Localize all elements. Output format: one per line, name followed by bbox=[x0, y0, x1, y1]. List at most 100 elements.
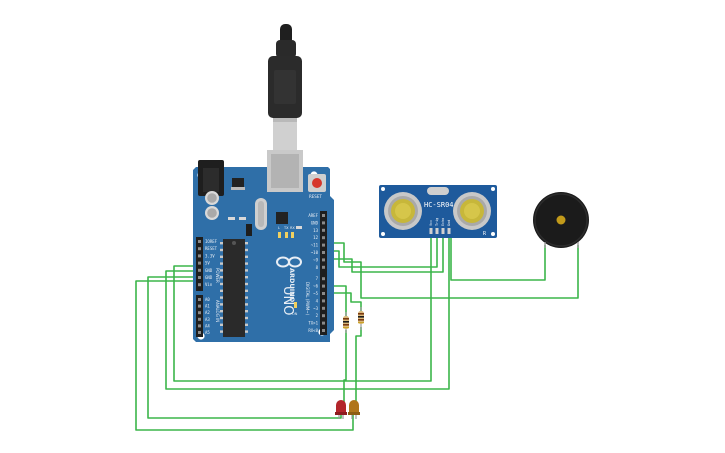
power-header-label: POWER bbox=[215, 268, 220, 283]
resistor-band bbox=[358, 313, 364, 315]
power-pin-label: IOREF bbox=[205, 239, 218, 244]
rx-led bbox=[291, 232, 294, 238]
power-pin-socket[interactable] bbox=[198, 276, 201, 279]
power-pin-socket[interactable] bbox=[198, 268, 201, 272]
wire-gnd-to-red-led[interactable] bbox=[147, 276, 342, 419]
wire-pin11-to-echo[interactable] bbox=[326, 233, 444, 273]
hc-sr04-pin-label: Trig bbox=[435, 218, 439, 226]
chip-leg bbox=[245, 316, 248, 320]
smd-component bbox=[228, 217, 235, 220]
usb-cable[interactable] bbox=[268, 24, 302, 150]
digital-pin-socket[interactable] bbox=[322, 277, 325, 281]
wire-resistor-2-to-amber-led[interactable] bbox=[355, 327, 362, 403]
resistor-band bbox=[343, 327, 349, 329]
digital-header bbox=[320, 211, 327, 335]
chip-leg bbox=[220, 316, 223, 320]
power-pin-label: 3.3V bbox=[205, 253, 215, 258]
chip-leg bbox=[220, 296, 223, 299]
power-pin-socket[interactable] bbox=[198, 261, 201, 265]
wire-pin4-to-resistor-2[interactable] bbox=[326, 292, 362, 311]
analog-pin-socket[interactable] bbox=[198, 311, 201, 315]
atmega-notch bbox=[232, 241, 236, 245]
digital-pin-socket[interactable] bbox=[322, 243, 325, 247]
digital-pin-socket[interactable] bbox=[322, 314, 325, 318]
resistor-2[interactable] bbox=[358, 307, 364, 330]
wire-resistor-1-to-red-led[interactable] bbox=[343, 330, 347, 403]
resistor-band bbox=[343, 321, 349, 323]
power-pin-label: RESET bbox=[205, 246, 218, 251]
power-pin-socket[interactable] bbox=[198, 247, 201, 251]
power-pin-socket[interactable] bbox=[198, 240, 201, 243]
amber-led-base bbox=[348, 412, 360, 415]
hc-sr04-pin[interactable] bbox=[435, 228, 439, 234]
chip-leg bbox=[245, 296, 248, 299]
red-led-dome bbox=[336, 400, 346, 414]
analog-pin-label: A1 bbox=[205, 304, 210, 309]
chip-leg bbox=[220, 242, 223, 245]
digital-pin-socket[interactable] bbox=[322, 228, 325, 232]
capacitor bbox=[207, 208, 217, 218]
digital-pin-socket[interactable] bbox=[322, 299, 325, 303]
reset-button-cap[interactable] bbox=[312, 178, 322, 188]
analog-pin-socket[interactable] bbox=[198, 304, 201, 308]
arduino-uno-board[interactable]: RESET TX RX L ON ARDUINO UNO bbox=[193, 150, 334, 342]
power-pin-socket[interactable] bbox=[198, 283, 201, 287]
amber-led[interactable] bbox=[348, 400, 360, 419]
wire-pin12-to-trig[interactable] bbox=[326, 233, 438, 268]
piezo-buzzer[interactable] bbox=[533, 192, 589, 248]
chip-leg bbox=[245, 323, 248, 326]
digital-pin-socket[interactable] bbox=[322, 236, 325, 240]
hc-sr04-pin[interactable] bbox=[429, 228, 433, 234]
digital-pin-socket[interactable] bbox=[322, 329, 325, 332]
chip-leg bbox=[245, 303, 248, 306]
tx-label: TX bbox=[283, 226, 289, 230]
usb-plug-grip bbox=[274, 70, 296, 104]
wire-pin13-to-buzzer[interactable] bbox=[326, 242, 579, 299]
hc-sr04-mount-hole bbox=[491, 232, 495, 236]
chip-leg bbox=[245, 242, 248, 245]
digital-header-pins bbox=[322, 214, 325, 332]
digital-pin-socket[interactable] bbox=[322, 251, 325, 254]
chip-leg bbox=[245, 330, 248, 333]
digital-pin-socket[interactable] bbox=[322, 292, 325, 295]
wire-vin-to-amber-led[interactable] bbox=[135, 280, 354, 431]
analog-pin-socket[interactable] bbox=[198, 298, 201, 301]
usb-interface-chip bbox=[276, 212, 288, 224]
chip-leg bbox=[220, 289, 223, 292]
digital-pin-socket[interactable] bbox=[322, 284, 325, 288]
power-pin-label: GND bbox=[205, 275, 213, 280]
analog-pin-socket[interactable] bbox=[198, 317, 201, 321]
digital-pin-socket[interactable] bbox=[322, 221, 325, 225]
smd-component bbox=[296, 226, 302, 229]
resistor-1[interactable] bbox=[343, 312, 349, 333]
digital-pin-socket[interactable] bbox=[322, 306, 325, 310]
digital-pin-socket[interactable] bbox=[322, 258, 325, 262]
hc-sr04-pin[interactable] bbox=[447, 228, 451, 234]
power-pin-label: 5V bbox=[205, 261, 210, 266]
digital-pin-label: 13 bbox=[313, 228, 318, 233]
analog-pin-label: A4 bbox=[205, 323, 210, 328]
buzzer-body-rim bbox=[534, 193, 588, 247]
digital-pin-socket[interactable] bbox=[322, 321, 325, 325]
red-led[interactable] bbox=[335, 400, 347, 419]
smd-component bbox=[239, 217, 246, 220]
hc-sr04-crystal bbox=[427, 187, 449, 195]
wire-gnd-to-sensor-gnd[interactable] bbox=[165, 233, 450, 390]
digital-pin-socket[interactable] bbox=[322, 265, 325, 269]
wire-buzzer-gnd[interactable] bbox=[450, 233, 546, 281]
chip-leg bbox=[220, 323, 223, 326]
hc-sr04-pin[interactable] bbox=[441, 228, 445, 234]
chip-leg bbox=[220, 262, 223, 265]
wire-5v-to-sensor-vcc[interactable] bbox=[173, 233, 432, 382]
analog-pin-socket[interactable] bbox=[198, 331, 201, 334]
analog-pin-socket[interactable] bbox=[198, 324, 201, 328]
hc-sr04-corner-mark: R bbox=[483, 231, 487, 237]
atmega-microcontroller bbox=[223, 239, 245, 337]
digital-pin-label: 8 bbox=[316, 265, 319, 270]
chip-leg bbox=[220, 330, 223, 333]
power-pin-socket[interactable] bbox=[198, 254, 201, 258]
digital-pin-socket[interactable] bbox=[322, 214, 325, 217]
